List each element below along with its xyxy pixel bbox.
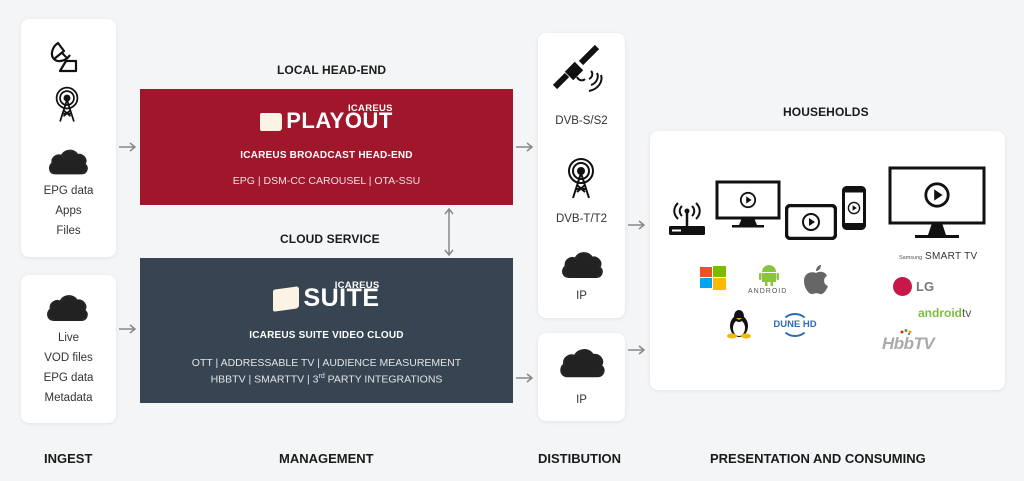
distribution-label: DVB-T/T2: [555, 213, 608, 225]
samsung-smart-tv-logo: Samsung SMART TV: [899, 251, 977, 262]
monitor-icon: [715, 180, 781, 228]
satellite-icon: [553, 45, 603, 92]
cloud-icon: [560, 247, 604, 281]
apple-logo-icon: [804, 265, 828, 295]
suite-features-line2-b: PARTY INTEGRATIONS: [324, 373, 443, 386]
footer-distribution: DISTIBUTION: [538, 451, 622, 466]
ingest-item: EPG data: [43, 185, 94, 197]
suite-flag-icon: [273, 286, 300, 312]
router-icon: [669, 202, 705, 235]
android-tv-label-a: android: [918, 306, 962, 320]
antenna-tower-icon: [566, 150, 596, 208]
suite-features-line2: HBBTV | SMARTTV | 3rd PARTY INTEGRATIONS: [140, 370, 513, 387]
antenna-tower-icon: [54, 85, 80, 125]
dune-hd-label: DUNE HD: [767, 319, 823, 330]
android-tv-label-b: tv: [962, 306, 972, 320]
households-title: HOUSEHOLDS: [783, 105, 869, 119]
arrow-right-icon: [516, 373, 534, 383]
suite-brand-small: ICAREUS: [334, 280, 380, 291]
arrow-right-icon: [516, 142, 534, 152]
ingest-item: Live: [57, 332, 80, 344]
arrow-right-icon: [628, 345, 646, 355]
distribution-label: DVB-S/S2: [555, 115, 608, 127]
dune-hd-logo: DUNE HD: [767, 313, 823, 337]
cloud-icon: [558, 344, 606, 380]
cloud-icon: [47, 145, 89, 177]
playout-brand-name: PLAYOUT: [286, 108, 393, 133]
cloud-service-title: CLOUD SERVICE: [280, 232, 380, 246]
hbbtv-logo: HbbTV: [882, 329, 935, 354]
suite-features: OTT | ADDRESSABLE TV | AUDIENCE MEASUREM…: [140, 356, 513, 387]
lg-circle-icon: [893, 277, 912, 296]
suite-features-line1: OTT | ADDRESSABLE TV | AUDIENCE MEASUREM…: [191, 357, 462, 369]
footer-ingest: INGEST: [44, 451, 93, 466]
suite-subtitle: ICAREUS SUITE VIDEO CLOUD: [249, 330, 404, 341]
playout-brand-small: ICAREUS: [347, 103, 393, 114]
android-tv-logo: androidtv: [918, 306, 971, 320]
ingest-card-sources: EPG data Apps Files: [21, 19, 116, 257]
playout-subtitle: ICAREUS BROADCAST HEAD-END: [240, 150, 413, 161]
android-logo-icon: [759, 265, 779, 286]
cloud-icon: [45, 290, 89, 324]
hbbtv-dots-icon: [900, 329, 912, 335]
windows-logo-icon: [700, 266, 726, 290]
footer-presentation: PRESENTATION AND CONSUMING: [710, 451, 926, 466]
footer-management: MANAGEMENT: [279, 451, 374, 466]
samsung-label: Samsung: [899, 255, 923, 261]
distribution-label: IP: [576, 394, 587, 406]
ingest-item: VOD files: [44, 352, 93, 364]
playout-features: EPG | DSM-CC CAROUSEL | OTA-SSU: [232, 175, 421, 187]
hbbtv-label: HbbTV: [882, 334, 935, 353]
suite-features-line2-sup: rd: [318, 373, 325, 380]
smartphone-icon: [842, 186, 866, 230]
ingest-item: Files: [56, 225, 81, 237]
linux-logo-icon: [727, 310, 751, 339]
ingest-card-content: Live VOD files EPG data Metadata: [21, 275, 116, 423]
arrow-right-icon: [119, 142, 137, 152]
lg-logo: LG: [893, 277, 934, 296]
smart-tv-label: SMART TV: [925, 251, 978, 262]
arrow-right-icon: [628, 220, 646, 230]
satellite-dish-icon: [50, 41, 78, 73]
arrow-right-icon: [119, 324, 137, 334]
local-headend-title: LOCAL HEAD-END: [277, 63, 387, 77]
distribution-label: IP: [576, 290, 587, 302]
android-label: ANDROID: [748, 288, 788, 295]
suite-brand-name: SUITE: [303, 284, 380, 312]
suite-features-line2-a: HBBTV | SMARTTV | 3: [210, 373, 319, 386]
playout-flag-icon: [260, 113, 283, 131]
lg-label: LG: [916, 279, 935, 294]
households-card: ANDROID DUNE HD Samsung SMART TV LG andr…: [650, 131, 1005, 390]
ingest-item: Apps: [55, 205, 82, 217]
ingest-item: EPG data: [43, 372, 94, 384]
arrow-bidirectional-icon: [444, 207, 454, 257]
tv-icon: [888, 166, 986, 238]
distribution-card-broadcast: DVB-S/S2 DVB-T/T2 IP: [538, 33, 625, 318]
tablet-icon: [785, 204, 837, 240]
ingest-item: Metadata: [44, 392, 93, 404]
distribution-card-ip: IP: [538, 333, 625, 421]
